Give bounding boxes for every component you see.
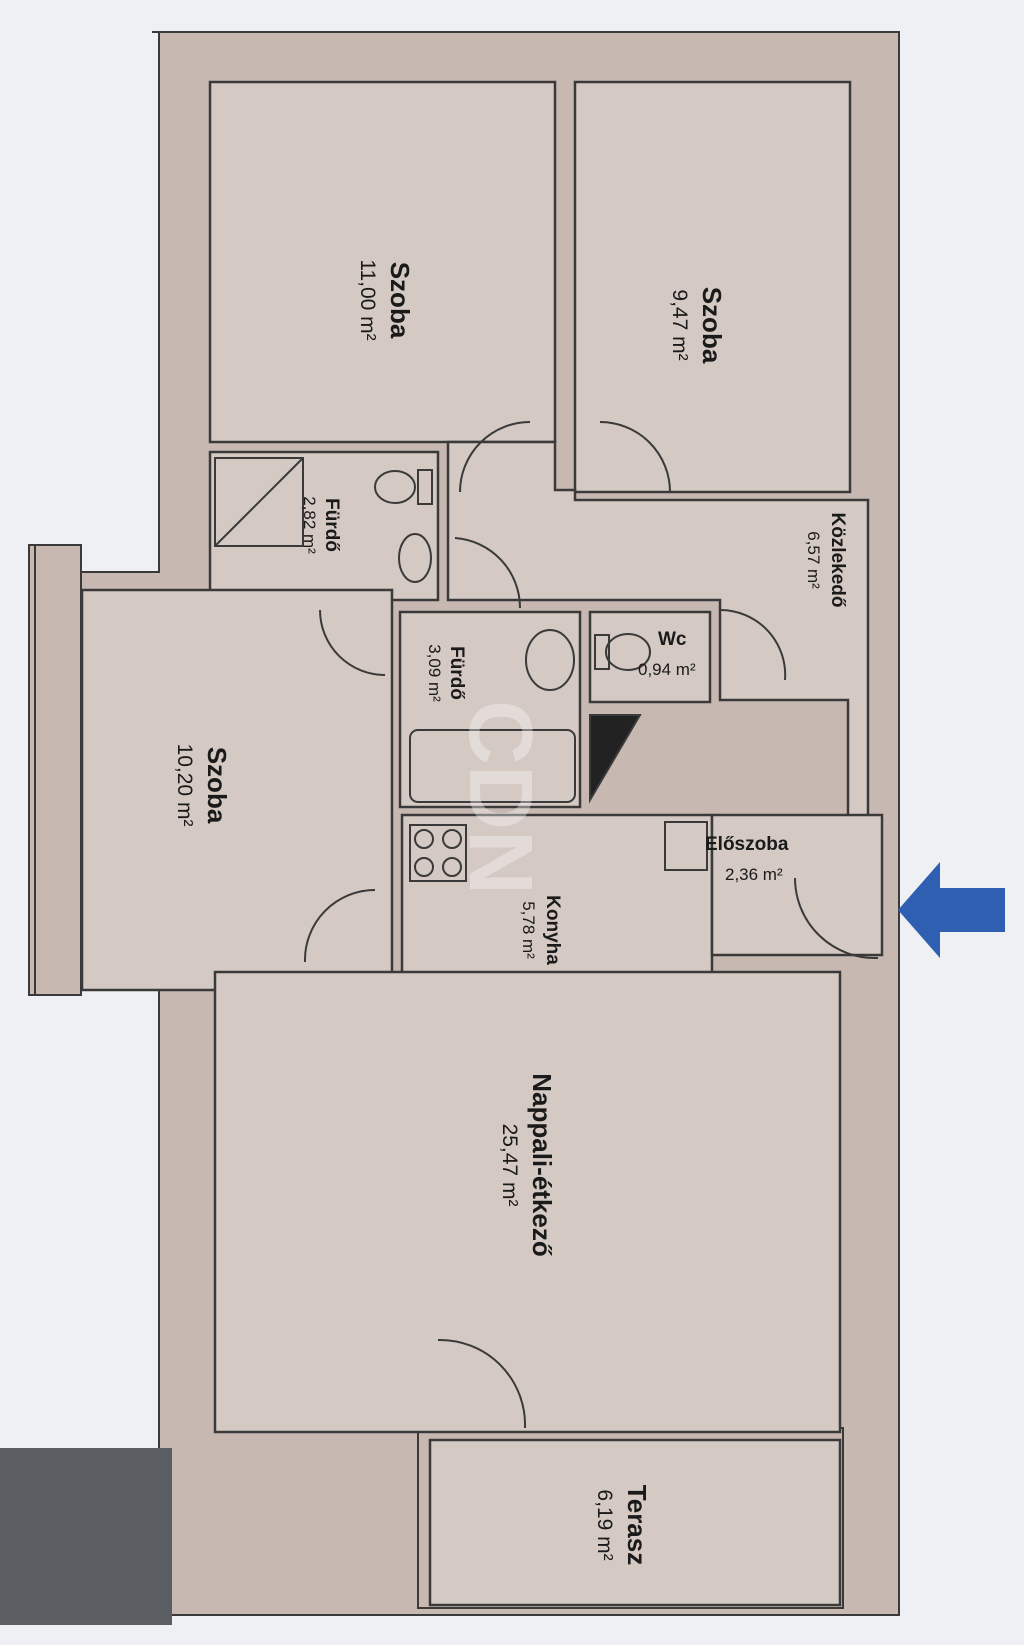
sink-1 — [398, 533, 432, 583]
fixtures — [214, 457, 712, 973]
svg-text:Terasz: Terasz — [622, 1485, 652, 1565]
svg-text:Wc: Wc — [658, 629, 687, 650]
svg-text:Fürdő: Fürdő — [321, 498, 342, 552]
svg-text:2,82 m²: 2,82 m² — [300, 496, 319, 554]
svg-text:Szoba: Szoba — [202, 747, 232, 824]
svg-text:0,94 m²: 0,94 m² — [638, 660, 696, 679]
svg-text:Szoba: Szoba — [697, 287, 727, 364]
room-eloszoba — [710, 813, 884, 957]
svg-text:11,00 m²: 11,00 m² — [356, 259, 379, 340]
room-szoba-1 — [208, 80, 557, 444]
svg-text:3,09 m²: 3,09 m² — [425, 644, 444, 702]
label-furdo-2: Fürdő 3,09 m² — [425, 644, 467, 702]
bathtub — [409, 729, 576, 803]
svg-text:9,47 m²: 9,47 m² — [668, 289, 691, 360]
svg-text:Konyha: Konyha — [542, 895, 563, 965]
label-kozlekedo: Közlekedő 6,57 m² — [804, 512, 848, 607]
shower — [214, 457, 304, 547]
toilet-1 — [374, 470, 416, 504]
toilet-2 — [605, 633, 651, 671]
svg-text:5,78 m²: 5,78 m² — [519, 901, 538, 959]
svg-text:Szoba: Szoba — [385, 262, 415, 339]
watermark: CDN — [450, 700, 550, 895]
fridge — [664, 821, 708, 871]
svg-text:6,57 m²: 6,57 m² — [804, 531, 823, 589]
svg-text:Fürdő: Fürdő — [446, 646, 467, 700]
svg-text:Közlekedő: Közlekedő — [827, 512, 848, 607]
sink-2 — [525, 629, 575, 691]
label-furdo-1: Fürdő 2,82 m² — [300, 496, 342, 554]
room-terasz — [428, 1438, 842, 1607]
room-nappali — [213, 970, 842, 1434]
label-szoba-3: Szoba 10,20 m² — [173, 744, 232, 827]
stove — [409, 824, 467, 882]
room-furdo-1 — [208, 450, 440, 602]
svg-text:Nappali-étkező: Nappali-étkező — [527, 1073, 557, 1257]
corner-block — [0, 1448, 172, 1625]
svg-text:6,19 m²: 6,19 m² — [593, 1489, 616, 1560]
room-szoba-2 — [573, 80, 852, 494]
label-nappali: Nappali-étkező 25,47 m² — [498, 1073, 557, 1257]
label-terasz: Terasz 6,19 m² — [593, 1485, 652, 1565]
room-furdo-2 — [398, 610, 582, 809]
label-konyha: Konyha 5,78 m² — [519, 895, 563, 965]
svg-text:25,47 m²: 25,47 m² — [498, 1124, 521, 1207]
svg-text:Előszoba: Előszoba — [705, 834, 789, 855]
label-eloszoba: Előszoba 2,36 m² — [705, 834, 789, 884]
door-swings — [303, 421, 879, 1429]
svg-text:10,20 m²: 10,20 m² — [173, 744, 196, 827]
label-szoba-1: Szoba 11,00 m² — [356, 259, 415, 340]
label-szoba-2: Szoba 9,47 m² — [668, 287, 727, 364]
room-floors — [80, 80, 884, 1607]
svg-text:2,36 m²: 2,36 m² — [725, 865, 783, 884]
label-wc: Wc 0,94 m² — [638, 629, 696, 679]
room-szoba-3 — [80, 588, 394, 992]
arrow-left-icon — [898, 862, 1005, 958]
